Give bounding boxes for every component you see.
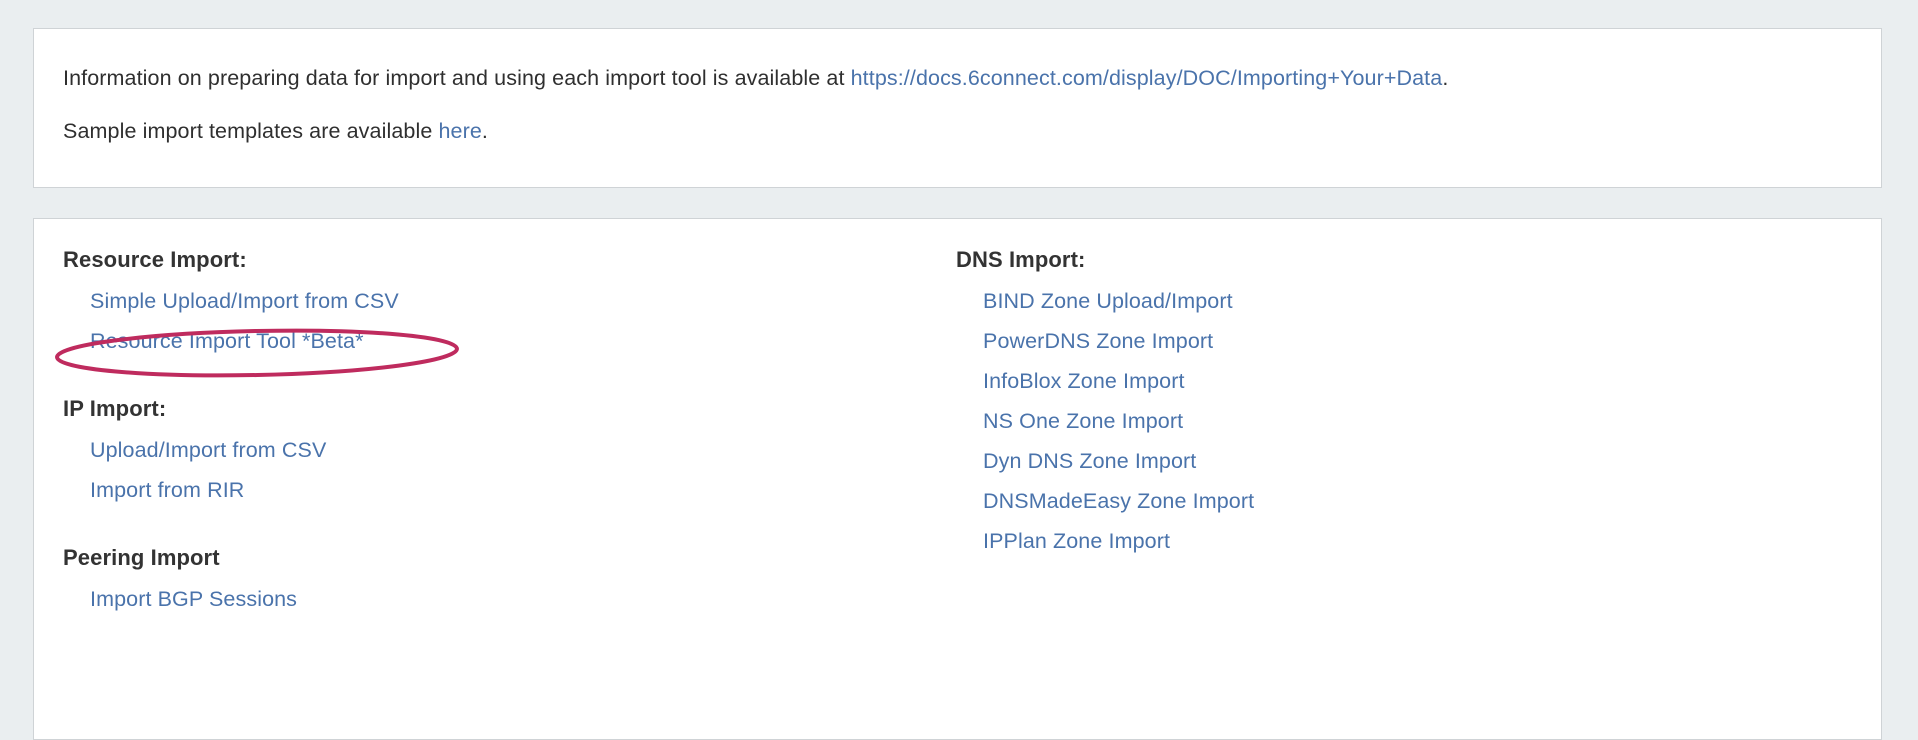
group-peering-import: Peering Import Import BGP Sessions: [63, 543, 934, 619]
link-powerdns-zone-import[interactable]: PowerDNS Zone Import: [983, 329, 1214, 353]
left-column: Resource Import: Simple Upload/Import fr…: [34, 245, 934, 619]
group-title-ip-import: IP Import:: [63, 396, 167, 421]
panel-spacer: [33, 188, 1882, 218]
list-item: Upload/Import from CSV: [90, 430, 934, 470]
info-line-documentation-prefix: Information on preparing data for import…: [63, 66, 851, 90]
group-title-resource-import: Resource Import:: [63, 247, 247, 272]
link-ipplan-zone-import[interactable]: IPPlan Zone Import: [983, 529, 1171, 553]
list-item: Resource Import Tool *Beta*: [90, 321, 934, 361]
link-bind-zone-upload-import[interactable]: BIND Zone Upload/Import: [983, 289, 1233, 313]
group-title-dns-import: DNS Import:: [956, 247, 1086, 272]
templates-here-link[interactable]: here: [438, 119, 482, 143]
info-line-templates: Sample import templates are available he…: [63, 118, 1851, 144]
group-ip-import: IP Import: Upload/Import from CSV Import…: [63, 394, 934, 510]
link-infoblox-zone-import[interactable]: InfoBlox Zone Import: [983, 369, 1185, 393]
link-dyn-dns-zone-import[interactable]: Dyn DNS Zone Import: [983, 449, 1197, 473]
list-item: IPPlan Zone Import: [983, 521, 1834, 561]
link-list-peering-import: Import BGP Sessions: [63, 579, 934, 619]
right-column: DNS Import: BIND Zone Upload/Import Powe…: [934, 245, 1834, 561]
info-line-documentation-suffix: .: [1442, 66, 1449, 90]
list-item: Simple Upload/Import from CSV: [90, 281, 934, 321]
link-upload-import-from-csv[interactable]: Upload/Import from CSV: [90, 438, 327, 462]
group-dns-import: DNS Import: BIND Zone Upload/Import Powe…: [956, 245, 1834, 561]
link-import-bgp-sessions[interactable]: Import BGP Sessions: [90, 587, 298, 611]
link-dnsmadeeasy-zone-import[interactable]: DNSMadeEasy Zone Import: [983, 489, 1255, 513]
group-resource-import: Resource Import: Simple Upload/Import fr…: [63, 245, 934, 361]
documentation-link[interactable]: https://docs.6connect.com/display/DOC/Im…: [850, 66, 1443, 90]
link-resource-import-tool-beta[interactable]: Resource Import Tool *Beta*: [90, 329, 364, 353]
group-title-peering-import: Peering Import: [63, 545, 220, 570]
list-item: PowerDNS Zone Import: [983, 321, 1834, 361]
import-columns: Resource Import: Simple Upload/Import fr…: [34, 245, 1881, 619]
list-item: DNSMadeEasy Zone Import: [983, 481, 1834, 521]
link-list-resource-import: Simple Upload/Import from CSV Resource I…: [63, 281, 934, 361]
link-ns-one-zone-import[interactable]: NS One Zone Import: [983, 409, 1184, 433]
list-item: BIND Zone Upload/Import: [983, 281, 1834, 321]
info-line-templates-prefix: Sample import templates are available: [63, 119, 439, 143]
link-list-dns-import: BIND Zone Upload/Import PowerDNS Zone Im…: [956, 281, 1834, 561]
info-line-templates-suffix: .: [481, 119, 488, 143]
link-import-from-rir[interactable]: Import from RIR: [90, 478, 245, 502]
link-simple-upload-import-from-csv[interactable]: Simple Upload/Import from CSV: [90, 289, 399, 313]
list-item: NS One Zone Import: [983, 401, 1834, 441]
list-item: InfoBlox Zone Import: [983, 361, 1834, 401]
list-item: Dyn DNS Zone Import: [983, 441, 1834, 481]
info-panel: Information on preparing data for import…: [33, 28, 1882, 188]
list-item: Import from RIR: [90, 470, 934, 510]
list-item: Import BGP Sessions: [90, 579, 934, 619]
info-line-documentation: Information on preparing data for import…: [63, 65, 1851, 91]
import-tools-panel: Resource Import: Simple Upload/Import fr…: [33, 218, 1882, 740]
link-list-ip-import: Upload/Import from CSV Import from RIR: [63, 430, 934, 510]
